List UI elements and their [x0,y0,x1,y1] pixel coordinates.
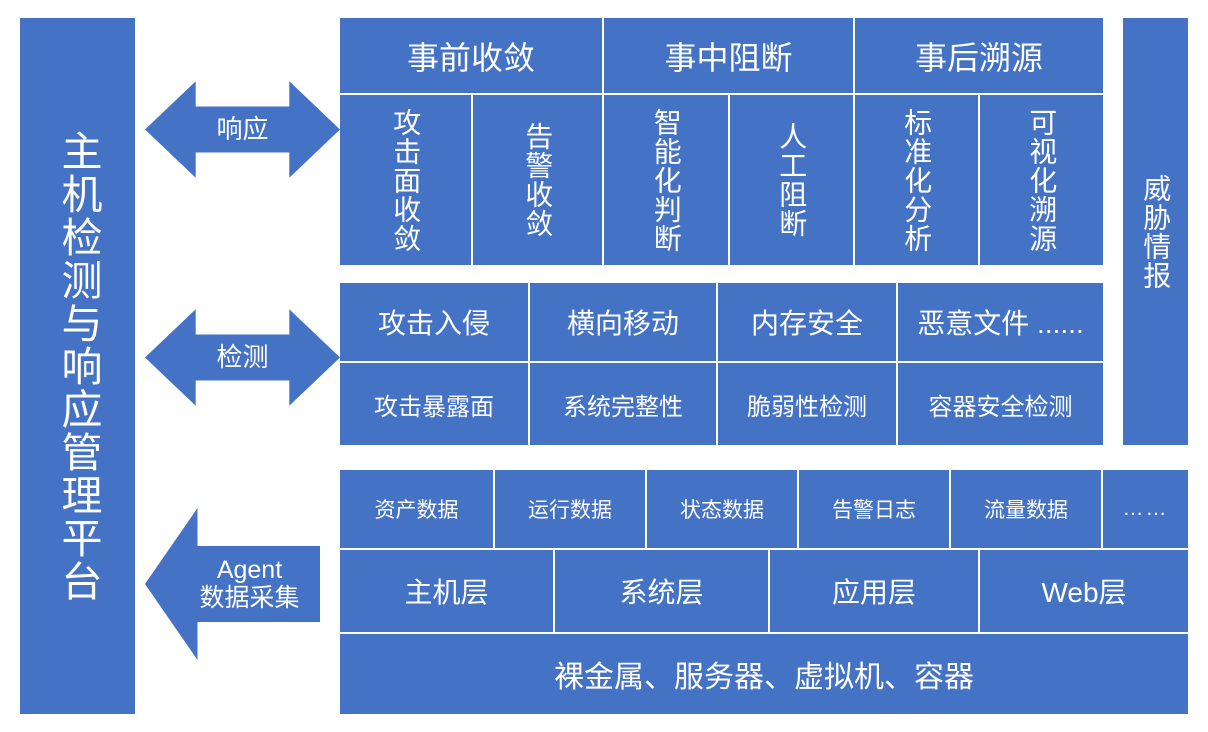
response-item-label: 标准化分析 [901,107,933,253]
stack-layer-web[interactable]: Web层 [980,550,1188,632]
data-type-alert-log[interactable]: 告警日志 [799,470,949,548]
detection-item-memory-security[interactable]: 内存安全 [718,283,896,361]
detection-item-label: 系统完整性 [563,393,683,421]
detection-item-system-integrity[interactable]: 系统完整性 [530,363,716,445]
detection-arrow[interactable]: 检测 [145,300,340,415]
detection-item-label: 内存安全 [750,308,863,339]
response-phase-title-2[interactable]: 事后溯源 [855,18,1103,93]
data-type-label: 资产数据 [374,499,459,522]
detection-item-attack-exposure[interactable]: 攻击暴露面 [340,363,528,445]
response-item-intelligent-judgment[interactable]: 智能化判断 [604,95,728,265]
response-phase-title-text: 事前收敛 [406,39,535,76]
data-type-label: 流量数据 [984,499,1068,522]
data-type-asset[interactable]: 资产数据 [340,470,493,548]
stack-layer-label: 应用层 [831,577,916,608]
stack-layer-host[interactable]: 主机层 [340,550,553,632]
detection-item-attack-intrusion[interactable]: 攻击入侵 [340,283,528,361]
stack-layer-system[interactable]: 系统层 [555,550,768,632]
response-item-manual-block[interactable]: 人工阻断 [730,95,853,265]
platform-label: 主机检测与响应管理平台 [55,129,102,603]
detection-item-label: 恶意文件 ...... [917,308,1084,339]
data-type-label: 运行数据 [528,499,612,522]
data-type-label: 告警日志 [832,499,916,522]
data-type-more[interactable]: …… [1103,470,1188,548]
response-item-label: 告警收敛 [522,122,554,238]
data-type-status[interactable]: 状态数据 [647,470,797,548]
detection-item-lateral-movement[interactable]: 横向移动 [530,283,716,361]
infrastructure-label: 裸金属、服务器、虚拟机、容器 [554,661,974,694]
platform-panel[interactable]: 主机检测与响应管理平台 [20,18,135,714]
detection-item-malicious-file[interactable]: 恶意文件 ...... [898,283,1103,361]
response-item-label: 可视化溯源 [1026,107,1058,253]
left-arrow-icon [145,508,320,660]
stack-layer-label: Web层 [1041,577,1127,608]
response-arrow[interactable]: 响应 [145,72,340,187]
detection-item-container-security[interactable]: 容器安全检测 [898,363,1103,445]
detection-item-label: 攻击入侵 [377,308,490,339]
data-type-runtime[interactable]: 运行数据 [495,470,645,548]
data-type-traffic[interactable]: 流量数据 [951,470,1101,548]
double-arrow-icon [145,81,340,178]
response-phase-title-text: 事后溯源 [914,39,1043,76]
ellipsis-icon: …… [1122,497,1169,520]
response-item-alert-convergence[interactable]: 告警收敛 [473,95,602,265]
response-item-label: 人工阻断 [776,122,808,238]
detection-item-vulnerability-detection[interactable]: 脆弱性检测 [718,363,896,445]
stack-layer-label: 系统层 [619,577,704,608]
detection-item-label: 容器安全检测 [928,393,1073,421]
stack-layer-application[interactable]: 应用层 [770,550,978,632]
response-item-attack-surface[interactable]: 攻击面收敛 [340,95,471,265]
response-item-standard-analysis[interactable]: 标准化分析 [855,95,978,265]
double-arrow-icon [145,309,340,406]
data-type-label: 状态数据 [680,499,764,522]
response-phase-title-text: 事中阻断 [664,39,793,76]
response-phase-title-0[interactable]: 事前收敛 [340,18,602,93]
response-phase-title-1[interactable]: 事中阻断 [604,18,853,93]
response-item-visual-tracing[interactable]: 可视化溯源 [980,95,1103,265]
response-item-label: 攻击面收敛 [390,107,422,253]
threat-intelligence-label: 威胁情报 [1140,173,1172,290]
response-item-label: 智能化判断 [650,107,682,253]
infrastructure-bar[interactable]: 裸金属、服务器、虚拟机、容器 [340,634,1188,714]
detection-item-label: 横向移动 [566,308,679,339]
detection-item-label: 脆弱性检测 [747,393,867,421]
detection-item-label: 攻击暴露面 [374,393,494,421]
stack-layer-label: 主机层 [404,577,489,608]
threat-intelligence-panel[interactable]: 威胁情报 [1123,18,1188,445]
agent-arrow[interactable]: Agent 数据采集 [145,508,320,660]
